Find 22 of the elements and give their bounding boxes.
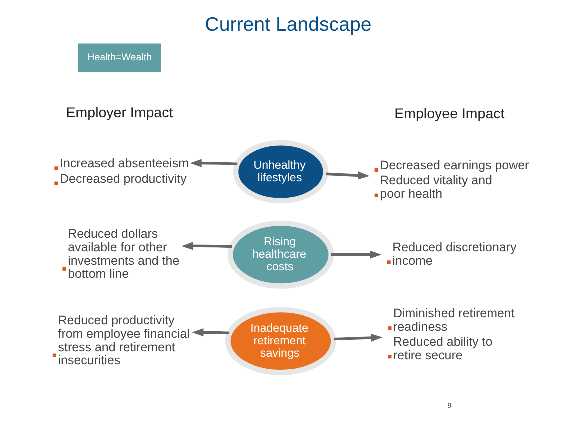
label: Employee Impact bbox=[394, 106, 505, 122]
node-text: Diminished retirement readiness Reduced ability to retire secure bbox=[394, 306, 515, 362]
node-ellipse: Rising healthcare costs bbox=[228, 220, 334, 289]
label: Employer Impact bbox=[66, 105, 174, 122]
node-ellipse: Inadequate retirement savings bbox=[225, 307, 336, 376]
node-box bbox=[62, 267, 66, 271]
arrow bbox=[190, 159, 238, 168]
arrow bbox=[334, 334, 383, 342]
node-box bbox=[52, 354, 56, 358]
arrow bbox=[182, 242, 232, 250]
node-label: Reduced discretionary income bbox=[392, 240, 517, 268]
node-label: Reduced dollars available for other investments and the bottom line bbox=[68, 227, 180, 282]
node-text: Decreased earnings power Reduced vitality and poor health bbox=[380, 158, 530, 202]
diagram-title: Current Landscape bbox=[205, 14, 372, 36]
arrow bbox=[331, 250, 382, 259]
arrow bbox=[192, 328, 230, 337]
node-box bbox=[387, 260, 391, 264]
label: Health=Wealth bbox=[88, 52, 152, 64]
arrow bbox=[326, 172, 370, 180]
node-label: Reduced productivity from employee financial stress and retirement insecurities bbox=[58, 314, 190, 368]
node-text: Increased absenteeism Decreased productivity bbox=[60, 156, 189, 186]
node-ellipse: Unhealthy lifestyles bbox=[233, 140, 329, 204]
